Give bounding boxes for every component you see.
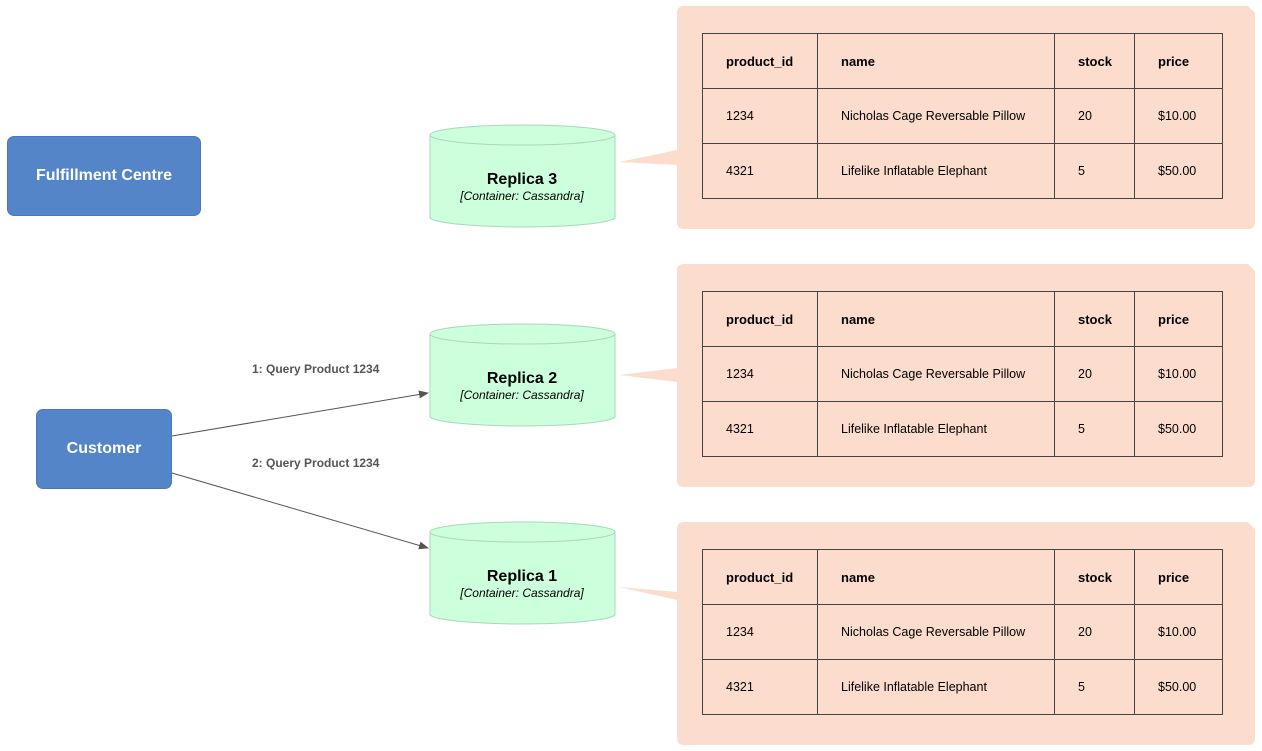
table-cell: $10.00 bbox=[1134, 604, 1223, 660]
column-header: name bbox=[817, 549, 1055, 605]
table-cell: 5 bbox=[1054, 659, 1135, 715]
table-row: 1234 Nicholas Cage Reversable Pillow 20 … bbox=[702, 604, 1223, 660]
replica-2-cylinder[interactable] bbox=[429, 323, 616, 427]
replica-3-label: Replica 3 [Container: Cassandra] bbox=[429, 170, 615, 203]
replica-3-title: Replica 3 bbox=[486, 171, 558, 188]
table-cell: 5 bbox=[1054, 143, 1135, 199]
table-cell: 4321 bbox=[702, 659, 818, 715]
table-cell: Lifelike Inflatable Elephant bbox=[817, 143, 1055, 199]
table-cell: 20 bbox=[1054, 604, 1135, 660]
replica-1-tech: [Container: Cassandra] bbox=[460, 586, 584, 600]
table-row: 4321 Lifelike Inflatable Elephant 5 $50.… bbox=[702, 401, 1223, 457]
fulfillment-centre-node[interactable]: Fulfillment Centre bbox=[7, 136, 201, 216]
table-cell: 1234 bbox=[702, 604, 818, 660]
column-header: product_id bbox=[702, 33, 818, 89]
customer-label: Customer bbox=[66, 440, 142, 457]
column-header: name bbox=[817, 33, 1055, 89]
table-cell: Lifelike Inflatable Elephant bbox=[817, 659, 1055, 715]
replica-1-label: Replica 1 [Container: Cassandra] bbox=[429, 567, 615, 600]
column-header: name bbox=[817, 291, 1055, 347]
table-cell: 5 bbox=[1054, 401, 1135, 457]
replica-3-tech: [Container: Cassandra] bbox=[460, 189, 584, 203]
fulfillment-centre-label: Fulfillment Centre bbox=[35, 167, 172, 184]
table-cell: $50.00 bbox=[1134, 401, 1223, 457]
edge-label-query-1: 1: Query Product 1234 bbox=[252, 362, 380, 376]
column-header: price bbox=[1134, 33, 1223, 89]
table-cell: 20 bbox=[1054, 88, 1135, 144]
replica-2-tech: [Container: Cassandra] bbox=[460, 388, 584, 402]
column-header: product_id bbox=[702, 291, 818, 347]
table-header-row: product_id name stock price bbox=[702, 33, 1223, 89]
column-header: stock bbox=[1054, 291, 1135, 347]
table-cell: $10.00 bbox=[1134, 346, 1223, 402]
table-cell: $10.00 bbox=[1134, 88, 1223, 144]
table-cell: 1234 bbox=[702, 88, 818, 144]
replica-1-title: Replica 1 bbox=[486, 568, 558, 585]
replica-2-title: Replica 2 bbox=[486, 370, 558, 387]
table-header-row: product_id name stock price bbox=[702, 549, 1223, 605]
table-header-row: product_id name stock price bbox=[702, 291, 1223, 347]
table-cell: $50.00 bbox=[1134, 143, 1223, 199]
table-cell: 20 bbox=[1054, 346, 1135, 402]
replica-2-table: product_id name stock price 1234 Nichola… bbox=[702, 291, 1223, 457]
column-header: stock bbox=[1054, 33, 1135, 89]
table-row: 1234 Nicholas Cage Reversable Pillow 20 … bbox=[702, 346, 1223, 402]
table-cell: Nicholas Cage Reversable Pillow bbox=[817, 88, 1055, 144]
column-header: stock bbox=[1054, 549, 1135, 605]
table-cell: $50.00 bbox=[1134, 659, 1223, 715]
table-cell: Nicholas Cage Reversable Pillow bbox=[817, 346, 1055, 402]
table-cell: 1234 bbox=[702, 346, 818, 402]
arrow-customer-to-replica-1 bbox=[171, 472, 429, 550]
arrow-customer-to-replica-2 bbox=[171, 390, 429, 437]
replica-1-table: product_id name stock price 1234 Nichola… bbox=[702, 549, 1223, 715]
table-row: 1234 Nicholas Cage Reversable Pillow 20 … bbox=[702, 88, 1223, 144]
replica-3-table: product_id name stock price 1234 Nichola… bbox=[702, 33, 1223, 199]
column-header: price bbox=[1134, 549, 1223, 605]
edge-label-query-2: 2: Query Product 1234 bbox=[252, 456, 380, 470]
table-cell: 4321 bbox=[702, 143, 818, 199]
table-cell: Lifelike Inflatable Elephant bbox=[817, 401, 1055, 457]
replica-2-label: Replica 2 [Container: Cassandra] bbox=[429, 369, 615, 402]
table-cell: Nicholas Cage Reversable Pillow bbox=[817, 604, 1055, 660]
replica-1-cylinder[interactable] bbox=[429, 521, 616, 625]
customer-node[interactable]: Customer bbox=[36, 409, 172, 489]
table-row: 4321 Lifelike Inflatable Elephant 5 $50.… bbox=[702, 659, 1223, 715]
replica-3-cylinder[interactable] bbox=[429, 124, 616, 228]
column-header: product_id bbox=[702, 549, 818, 605]
column-header: price bbox=[1134, 291, 1223, 347]
table-cell: 4321 bbox=[702, 401, 818, 457]
table-row: 4321 Lifelike Inflatable Elephant 5 $50.… bbox=[702, 143, 1223, 199]
